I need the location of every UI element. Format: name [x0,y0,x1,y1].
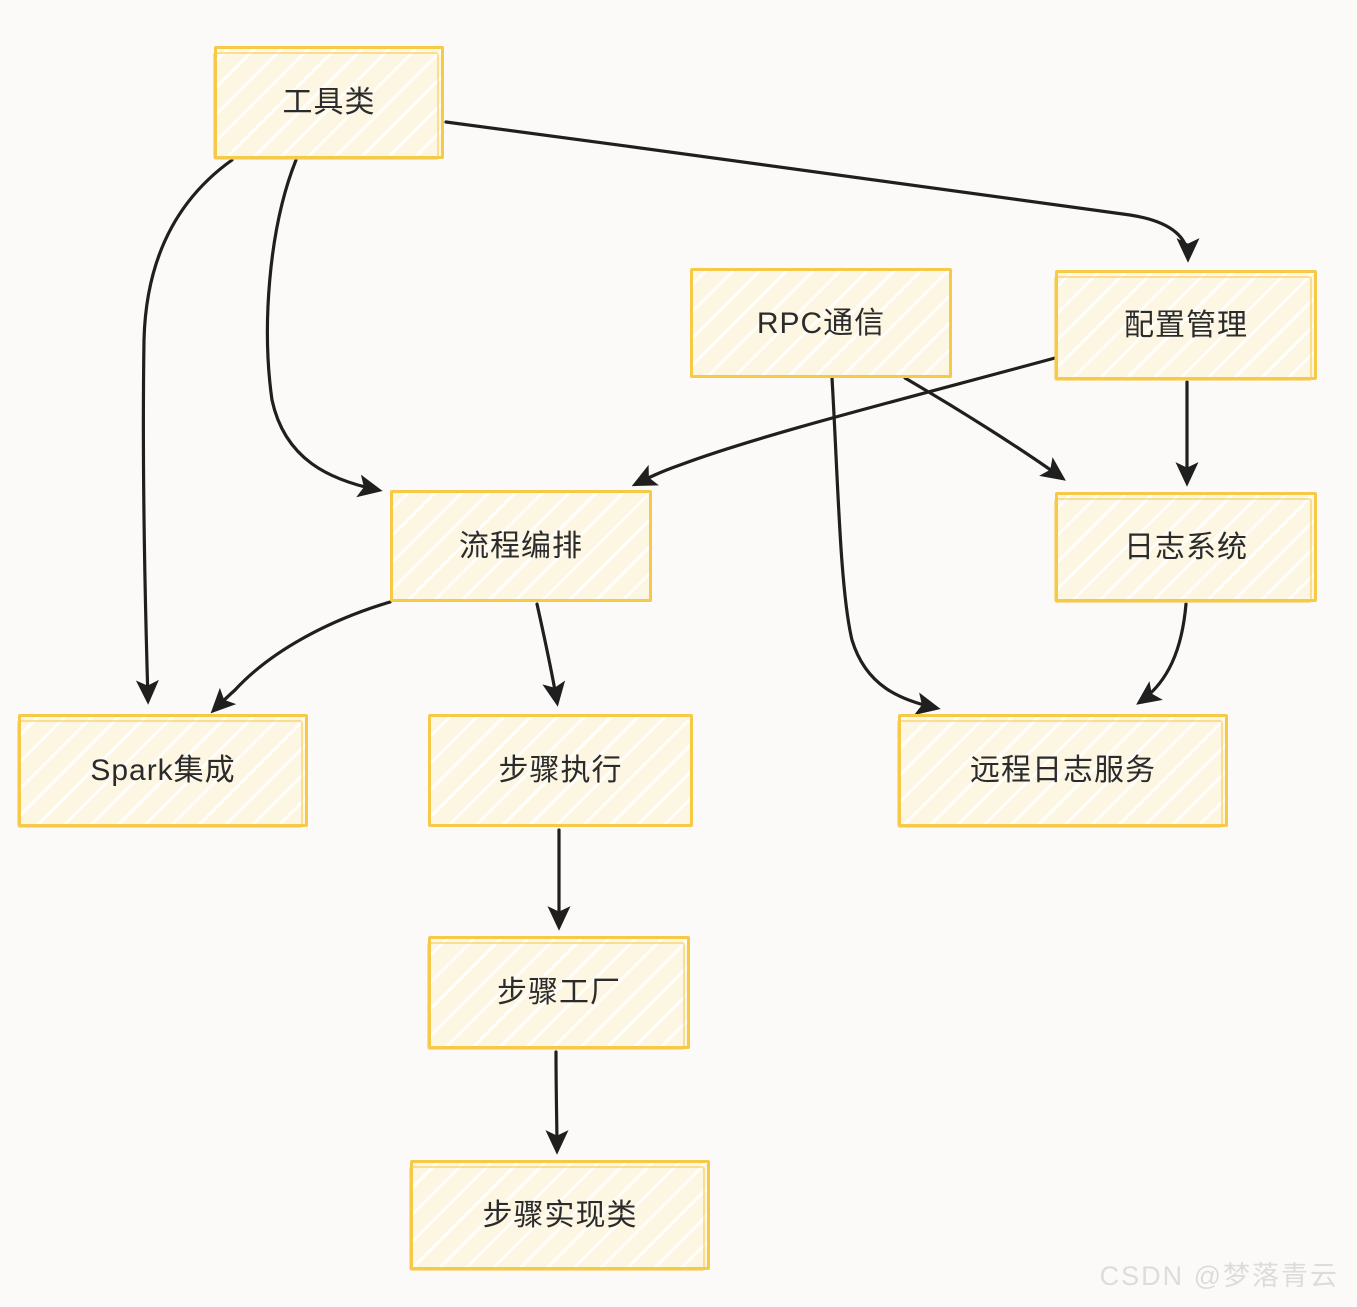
node-rpc[interactable]: RPC通信 [690,268,952,378]
node-remotelog[interactable]: 远程日志服务 [897,714,1228,828]
edge-utils-orchestrate [265,158,383,498]
edge-utils-spark [135,158,234,705]
node-config[interactable]: 配置管理 [1054,270,1317,381]
node-stepimpl-label: 步骤实现类 [482,1198,638,1232]
node-orchestrate-label: 流程编排 [459,529,583,563]
node-stepfactory[interactable]: 步骤工厂 [427,936,690,1050]
node-spark-label: Spark集成 [90,754,236,787]
node-stepexec-label: 步骤执行 [498,754,623,787]
edge-utils-config [444,120,1200,263]
node-logsys[interactable]: 日志系统 [1054,492,1317,603]
edge-orchestrate-spark [210,600,392,714]
node-stepimpl[interactable]: 步骤实现类 [409,1160,710,1271]
node-stepfactory-label: 步骤工厂 [497,976,621,1009]
node-utils-label: 工具类 [282,86,376,119]
csdn-watermark: CSDN @梦落青云 [1099,1261,1339,1291]
edge-stepfactory-stepimpl [545,1050,569,1155]
node-utils[interactable]: 工具类 [213,46,444,160]
edge-rpc-logsys [903,376,1066,481]
edge-logsys-remotelog [1136,602,1188,705]
node-logsys-label: 日志系统 [1124,530,1248,564]
node-spark[interactable]: Spark集成 [17,714,308,828]
node-stepexec[interactable]: 步骤执行 [428,714,693,827]
node-config-label: 配置管理 [1124,308,1248,342]
edge-orchestrate-stepexec [535,602,566,707]
node-remotelog-label: 远程日志服务 [970,754,1156,787]
node-orchestrate[interactable]: 流程编排 [390,490,652,602]
edge-rpc-remotelog [830,376,941,715]
node-rpc-label: RPC通信 [756,306,886,340]
